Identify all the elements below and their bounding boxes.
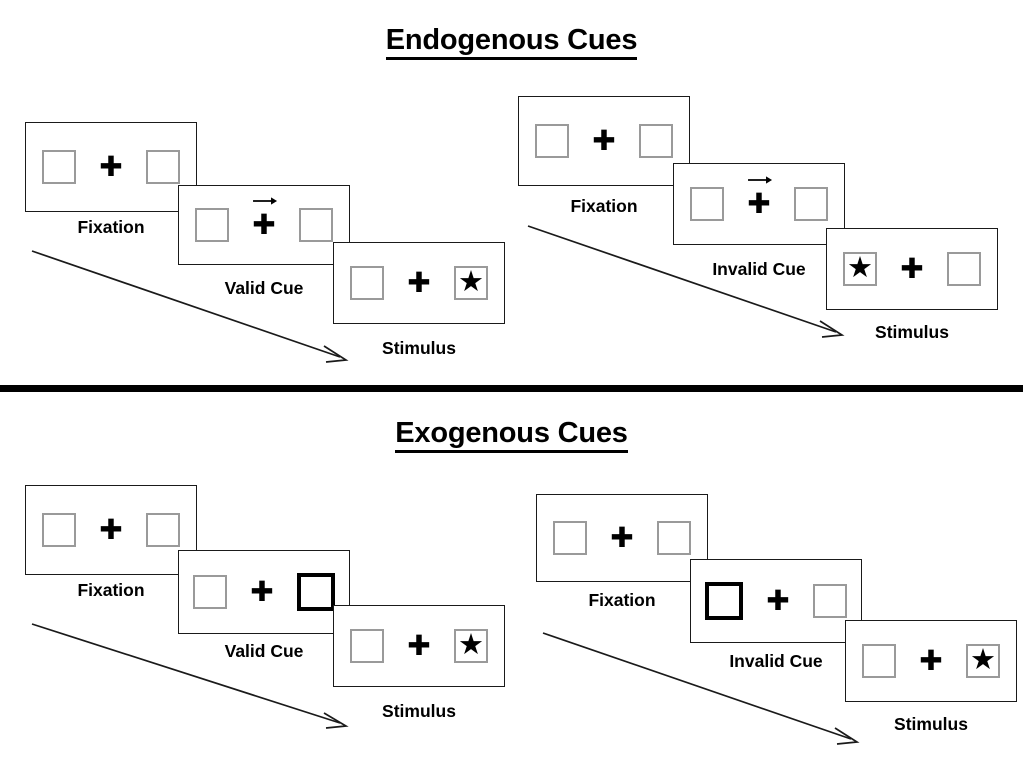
fixation-plus-icon: ✚ [250,575,274,608]
fixation-plus-icon: ✚ [610,521,634,554]
placeholder-box-left [193,575,227,609]
panel-caption-exogenous-valid-fixation: Fixation [77,580,145,600]
panel-caption-endogenous-valid-cue: Valid Cue [224,278,304,298]
star-target-icon: ★ [458,628,484,661]
fixation-plus-icon: ✚ [407,629,431,662]
fixation-plus-icon: ✚ [592,124,616,157]
panel-caption-exogenous-invalid-stimulus: Stimulus [894,714,968,734]
panel-endogenous-valid-stimulus: ✚ ★ [333,242,505,324]
fixation-center: ✚ [587,127,621,155]
section-title-endogenous-text: Endogenous Cues [385,24,637,60]
fixation-center: ✚ [761,587,795,615]
panel-caption-exogenous-invalid-fixation: Fixation [588,590,656,610]
fixation-plus-icon: ✚ [99,513,123,546]
sequence-arrow-exogenous-valid [31,623,349,729]
panel-caption-endogenous-valid-stimulus: Stimulus [382,338,456,358]
placeholder-box-left [42,150,76,184]
fixation-center: ✚ [402,632,436,660]
placeholder-box-left [690,187,724,221]
star-target-icon: ★ [970,643,996,676]
panel-exogenous-valid-fixation: ✚ [25,485,197,575]
fixation-plus-icon: ✚ [747,187,771,220]
panel-endogenous-invalid-stimulus: ★ ✚ [826,228,998,310]
sequence-arrow-exogenous-invalid [542,632,860,745]
panel-caption-endogenous-invalid-cue: Invalid Cue [712,259,806,279]
placeholder-box-right [947,252,981,286]
target-box-right: ★ [966,644,1000,678]
placeholder-box-left [42,513,76,547]
placeholder-box-right [794,187,828,221]
fixation-center: ✚ [742,176,776,220]
fixation-center: ✚ [247,197,281,241]
panel-endogenous-valid-cue: ✚ [178,185,350,265]
panel-caption-endogenous-valid-fixation: Fixation [77,217,145,237]
fixation-plus-icon: ✚ [900,252,924,285]
panel-exogenous-invalid-stimulus: ✚ ★ [845,620,1017,702]
placeholder-box-right [299,208,333,242]
panel-caption-exogenous-valid-cue: Valid Cue [224,641,304,661]
cue-arrow-right-icon [748,176,773,184]
panel-caption-endogenous-invalid-stimulus: Stimulus [875,322,949,342]
placeholder-box-right [813,584,847,618]
star-target-icon: ★ [847,251,873,284]
section-title-exogenous-text: Exogenous Cues [395,417,628,453]
fixation-plus-icon: ✚ [407,266,431,299]
placeholder-box-left [553,521,587,555]
panel-exogenous-valid-cue: ✚ [178,550,350,634]
panel-caption-exogenous-valid-stimulus: Stimulus [382,701,456,721]
panel-caption-endogenous-invalid-fixation: Fixation [570,196,638,216]
target-box-right: ★ [454,629,488,663]
placeholder-box-right [146,513,180,547]
panel-endogenous-valid-fixation: ✚ [25,122,197,212]
fixation-center: ✚ [245,578,279,606]
fixation-center: ✚ [402,269,436,297]
fixation-plus-icon: ✚ [919,644,943,677]
panel-endogenous-invalid-cue: ✚ [673,163,845,245]
section-title-endogenous: Endogenous Cues [0,24,1023,60]
placeholder-box-right [657,521,691,555]
cued-box-left [705,582,743,620]
panel-exogenous-invalid-cue: ✚ [690,559,862,643]
placeholder-box-right [639,124,673,158]
section-title-exogenous: Exogenous Cues [0,417,1023,453]
fixation-plus-icon: ✚ [252,208,276,241]
placeholder-box-left [195,208,229,242]
target-box-right: ★ [454,266,488,300]
section-divider [0,385,1023,392]
placeholder-box-right [146,150,180,184]
fixation-center: ✚ [605,524,639,552]
fixation-center: ✚ [94,153,128,181]
panel-caption-exogenous-invalid-cue: Invalid Cue [729,651,823,671]
fixation-plus-icon: ✚ [99,150,123,183]
placeholder-box-left [350,266,384,300]
cued-box-right [297,573,335,611]
panel-exogenous-valid-stimulus: ✚ ★ [333,605,505,687]
placeholder-box-left [535,124,569,158]
target-box-left: ★ [843,252,877,286]
fixation-plus-icon: ✚ [766,584,790,617]
placeholder-box-left [862,644,896,678]
star-target-icon: ★ [458,265,484,298]
panel-endogenous-invalid-fixation: ✚ [518,96,690,186]
placeholder-box-left [350,629,384,663]
fixation-center: ✚ [914,647,948,675]
cue-arrow-right-icon [253,197,278,205]
panel-exogenous-invalid-fixation: ✚ [536,494,708,582]
fixation-center: ✚ [895,255,929,283]
fixation-center: ✚ [94,516,128,544]
